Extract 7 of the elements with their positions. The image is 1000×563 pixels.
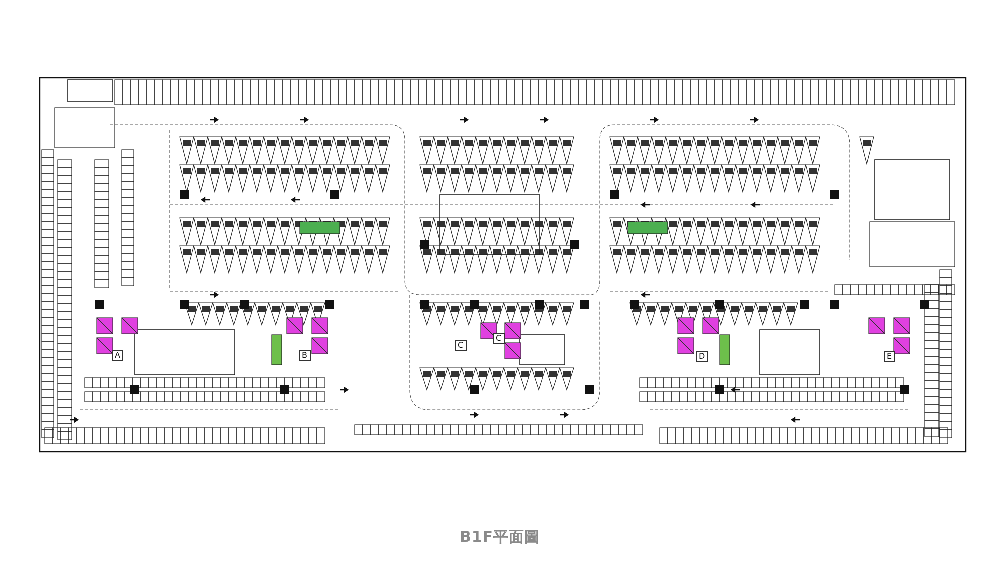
zone-letter: B (299, 350, 310, 361)
zone-letter: A (112, 350, 124, 361)
zone-letter: C (493, 333, 505, 344)
zone-letter: E (884, 351, 896, 362)
caption: B1F平面圖 (458, 528, 542, 547)
zone-letter: C (455, 340, 467, 351)
zone-letter: D (696, 351, 708, 362)
